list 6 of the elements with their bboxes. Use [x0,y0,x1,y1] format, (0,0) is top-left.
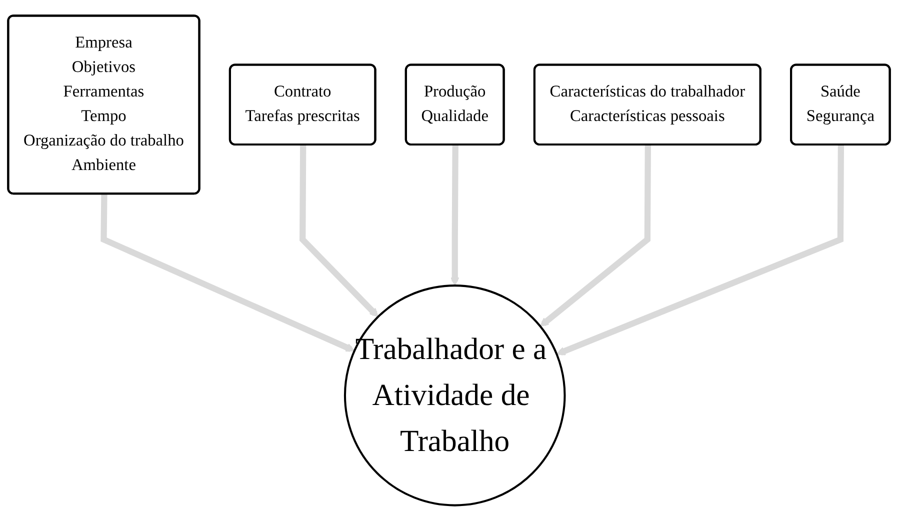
arrow [100,194,355,352]
arrow [556,144,844,356]
arrow [450,144,460,286]
arrow [540,144,651,327]
arrow [300,144,378,318]
node-circle: Trabalhador e a Atividade de Trabalho [344,284,566,506]
